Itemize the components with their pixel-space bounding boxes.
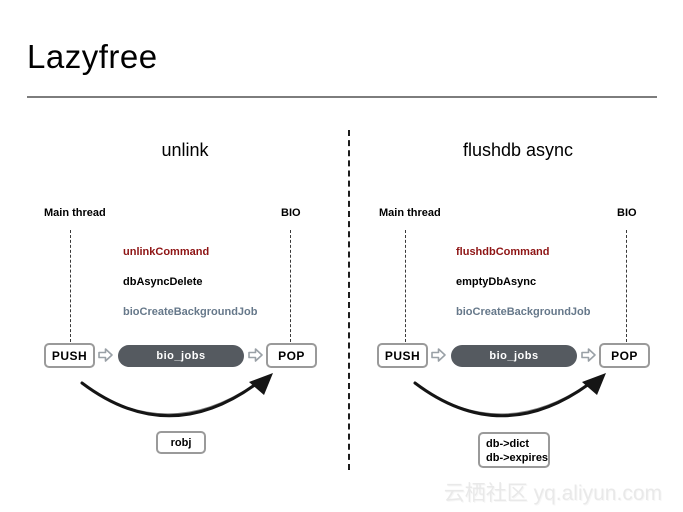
arrow-right-icon [431, 348, 446, 362]
curved-arrow-icon [80, 373, 273, 418]
payload-line: db->dict [486, 438, 530, 450]
pop-box: POP [599, 343, 650, 368]
payload-box-db: db->dict db->expires [478, 432, 550, 468]
lane-label-bio: BIO [281, 207, 301, 219]
panel-unlink: unlink Main thread BIO unlinkCommand dbA… [40, 130, 330, 480]
bio-jobs-queue: bio_jobs [118, 345, 244, 367]
panel-title: unlink [161, 140, 209, 160]
page-title: Lazyfree [27, 38, 158, 75]
pop-box: POP [266, 343, 317, 368]
curved-arrow-icon [413, 373, 606, 418]
arrow-right-icon [581, 348, 596, 362]
payload-box-robj: robj [156, 431, 206, 454]
main-thread-lane-line [405, 230, 406, 342]
panel-divider [348, 130, 350, 470]
step-command: flushdbCommand [456, 246, 550, 258]
payload-line: robj [170, 436, 192, 449]
step-async-delete: emptyDbAsync [456, 276, 537, 288]
lane-label-main-thread: Main thread [44, 207, 106, 219]
lane-label-bio: BIO [617, 207, 637, 219]
step-command: unlinkCommand [123, 246, 210, 258]
main-thread-lane-line [70, 230, 71, 342]
step-bio-create-job: bioCreateBackgroundJob [456, 306, 591, 318]
bio-lane-line [290, 230, 291, 342]
bio-lane-line [626, 230, 627, 342]
arrow-right-icon [248, 348, 263, 362]
push-box: PUSH [377, 343, 428, 368]
payload-line: db->expires [486, 452, 549, 464]
push-box: PUSH [44, 343, 95, 368]
step-async-delete: dbAsyncDelete [123, 276, 203, 288]
lane-label-main-thread: Main thread [379, 207, 441, 219]
title-divider [27, 96, 657, 98]
panel-title: flushdb async [462, 140, 574, 160]
watermark: 云栖社区 yq.aliyun.com [443, 482, 662, 505]
step-bio-create-job: bioCreateBackgroundJob [123, 306, 258, 318]
bio-jobs-queue: bio_jobs [451, 345, 577, 367]
arrow-right-icon [98, 348, 113, 362]
panel-flushdb-async: flushdb async Main thread BIO flushdbCom… [373, 130, 663, 480]
